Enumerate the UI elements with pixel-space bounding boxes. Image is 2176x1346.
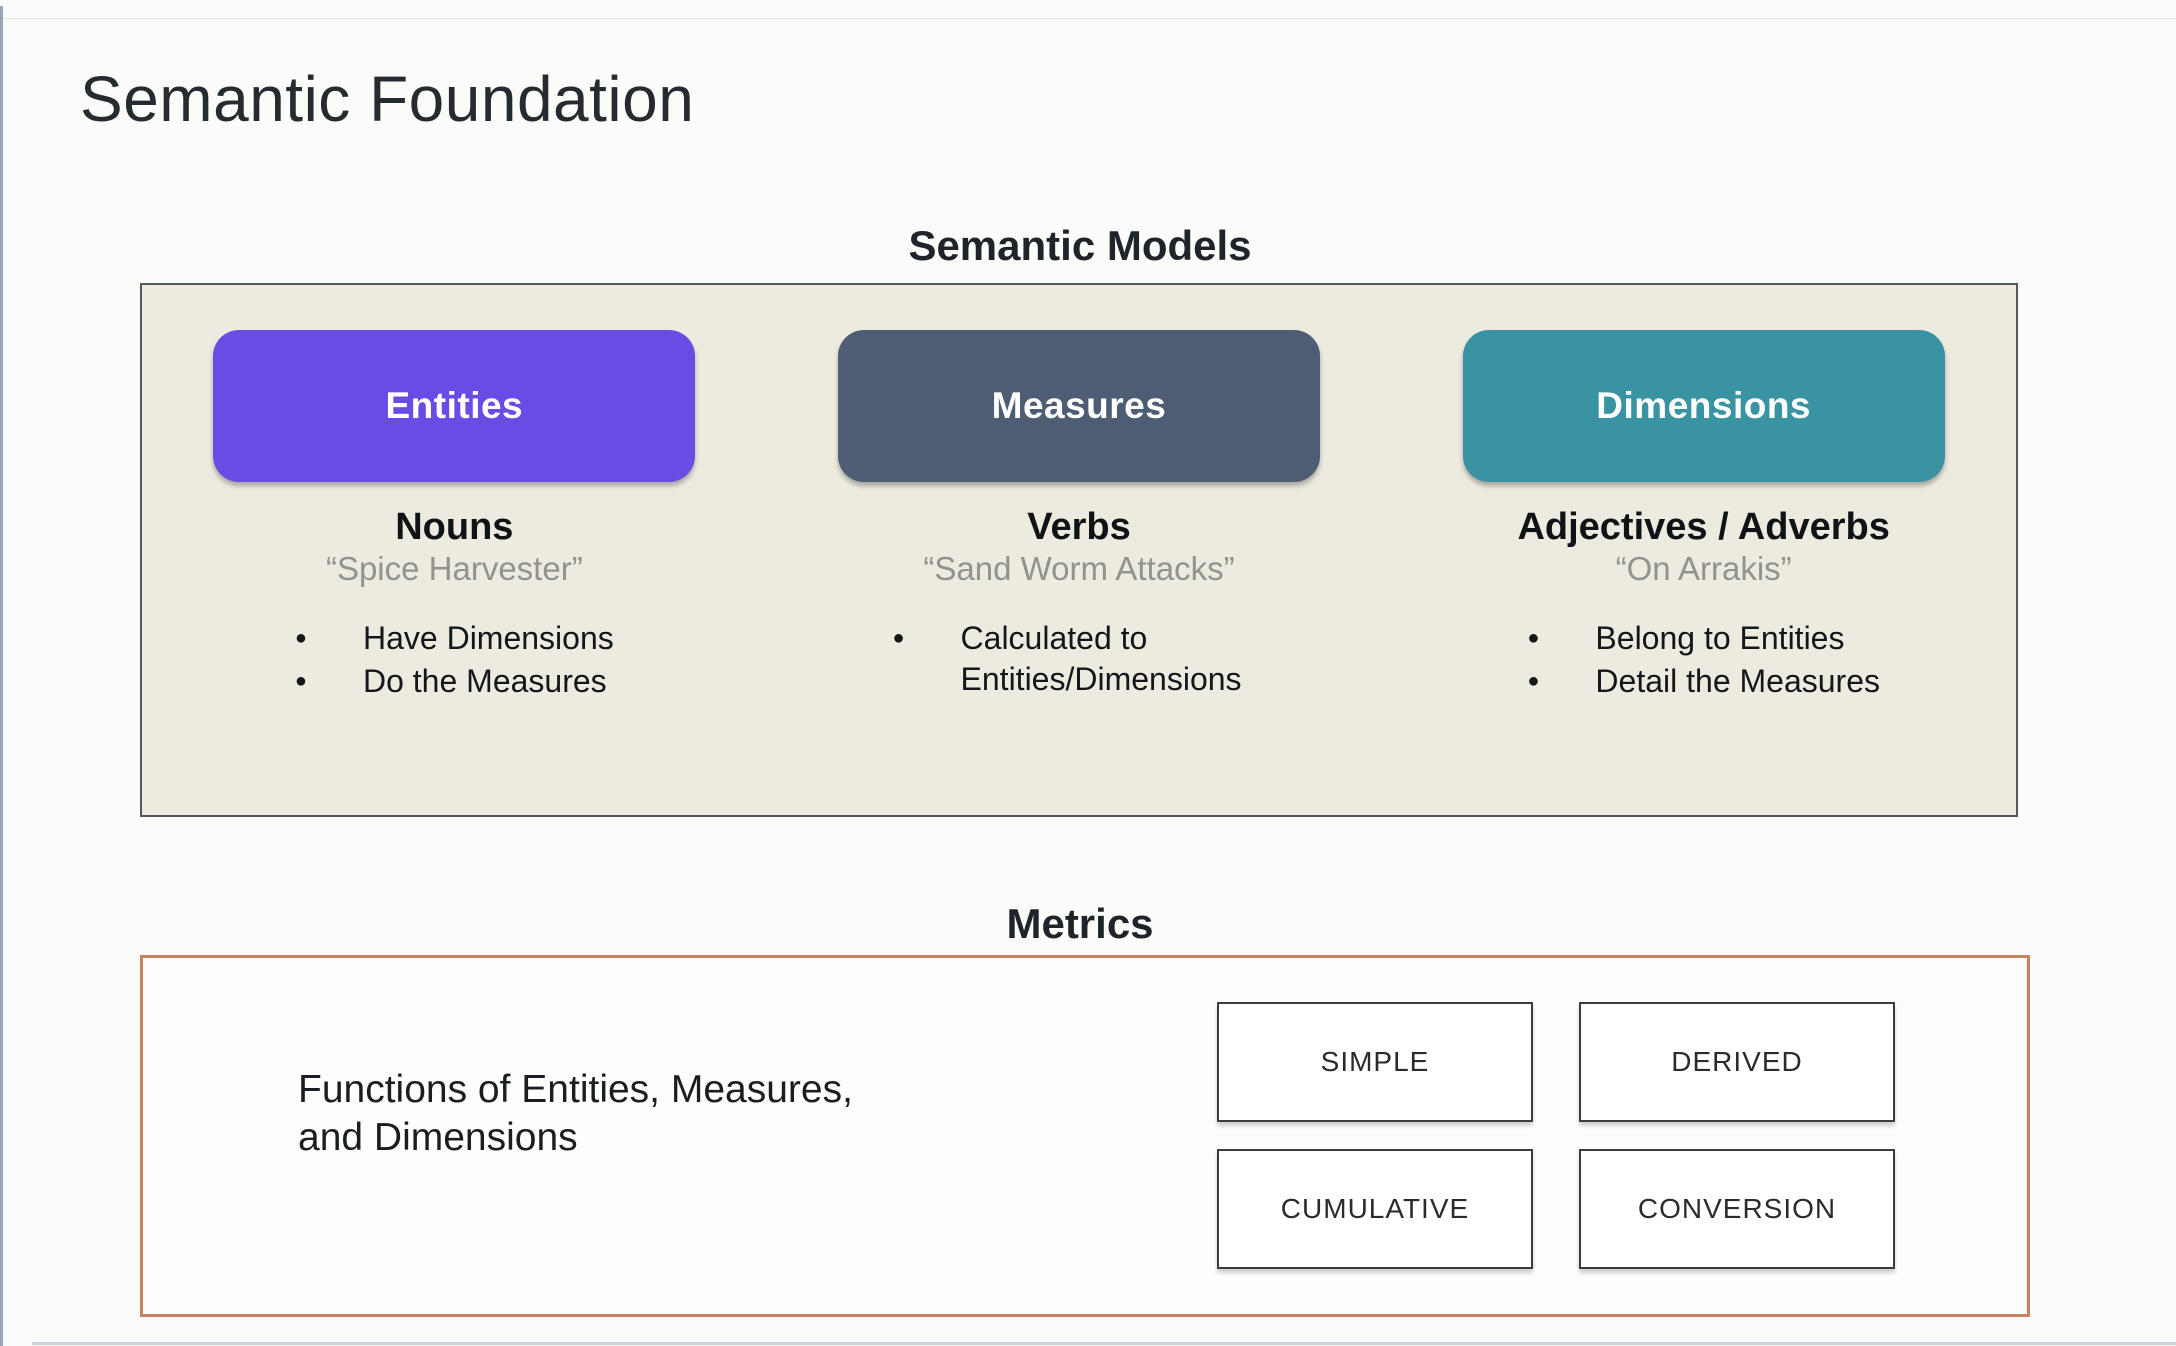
bullet-item: ● Do the Measures [295, 661, 614, 702]
bullet-dot-icon: ● [892, 627, 905, 649]
measures-bullet-list: ● Calculated to Entities/Dimensions [892, 618, 1265, 702]
entities-bullet-list: ● Have Dimensions ● Do the Measures [295, 618, 614, 704]
metric-types-grid: SIMPLE DERIVED CUMULATIVE CONVERSION [1217, 1002, 1895, 1269]
metric-box-cumulative: CUMULATIVE [1217, 1149, 1533, 1269]
window-left-edge [0, 6, 3, 1346]
dimensions-quote: “On Arrakis” [1615, 550, 1792, 587]
dimensions-pill: Dimensions [1462, 330, 1945, 482]
entities-column: Entities Nouns “Spice Harvester” ● Have D… [142, 285, 767, 815]
bullet-item: ● Calculated to Entities/Dimensions [892, 618, 1265, 700]
measures-quote: “Sand Worm Attacks” [923, 550, 1235, 587]
metrics-panel: Functions of Entities, Measures, and Dim… [140, 955, 2030, 1317]
metrics-description-line1: Functions of Entities, Measures, [298, 1068, 853, 1111]
entities-pill: Entities [213, 330, 696, 482]
metrics-description: Functions of Entities, Measures, and Dim… [298, 1066, 853, 1162]
bullet-dot-icon: ● [1527, 670, 1540, 692]
metric-box-simple: SIMPLE [1217, 1002, 1533, 1122]
dimensions-term: Adjectives / Adverbs [1517, 506, 1890, 548]
measures-pill: Measures [837, 330, 1320, 482]
measures-column: Measures Verbs “Sand Worm Attacks” ● Calc… [767, 285, 1392, 815]
entities-term: Nouns [395, 506, 514, 548]
semantic-models-panel: Entities Nouns “Spice Harvester” ● Have D… [140, 283, 2018, 817]
bullet-text: Calculated to Entities/Dimensions [960, 620, 1242, 697]
measures-term: Verbs [1027, 506, 1131, 548]
window-bottom-edge [32, 1342, 2176, 1345]
bullet-item: ● Detail the Measures [1527, 661, 1880, 702]
bullet-dot-icon: ● [294, 670, 307, 692]
entities-quote: “Spice Harvester” [325, 550, 583, 587]
bullet-text: Do the Measures [362, 663, 607, 699]
metrics-description-line2: and Dimensions [298, 1116, 578, 1159]
bullet-text: Have Dimensions [362, 620, 614, 656]
window-top-edge [0, 18, 2176, 19]
dimensions-column: Dimensions Adjectives / Adverbs “On Arra… [1391, 285, 2016, 815]
bullet-text: Detail the Measures [1595, 663, 1880, 699]
bullet-dot-icon: ● [294, 627, 307, 649]
bullet-item: ● Have Dimensions [295, 618, 614, 659]
slide-title: Semantic Foundation [80, 63, 695, 135]
metric-box-conversion: CONVERSION [1579, 1149, 1895, 1269]
bullet-item: ● Belong to Entities [1527, 618, 1880, 659]
bullet-dot-icon: ● [1527, 627, 1540, 649]
metric-box-derived: DERIVED [1579, 1002, 1895, 1122]
metrics-heading: Metrics [1006, 900, 1154, 947]
dimensions-bullet-list: ● Belong to Entities ● Detail the Measures [1527, 618, 1880, 704]
semantic-models-heading: Semantic Models [908, 222, 1252, 269]
bullet-text: Belong to Entities [1595, 620, 1845, 656]
